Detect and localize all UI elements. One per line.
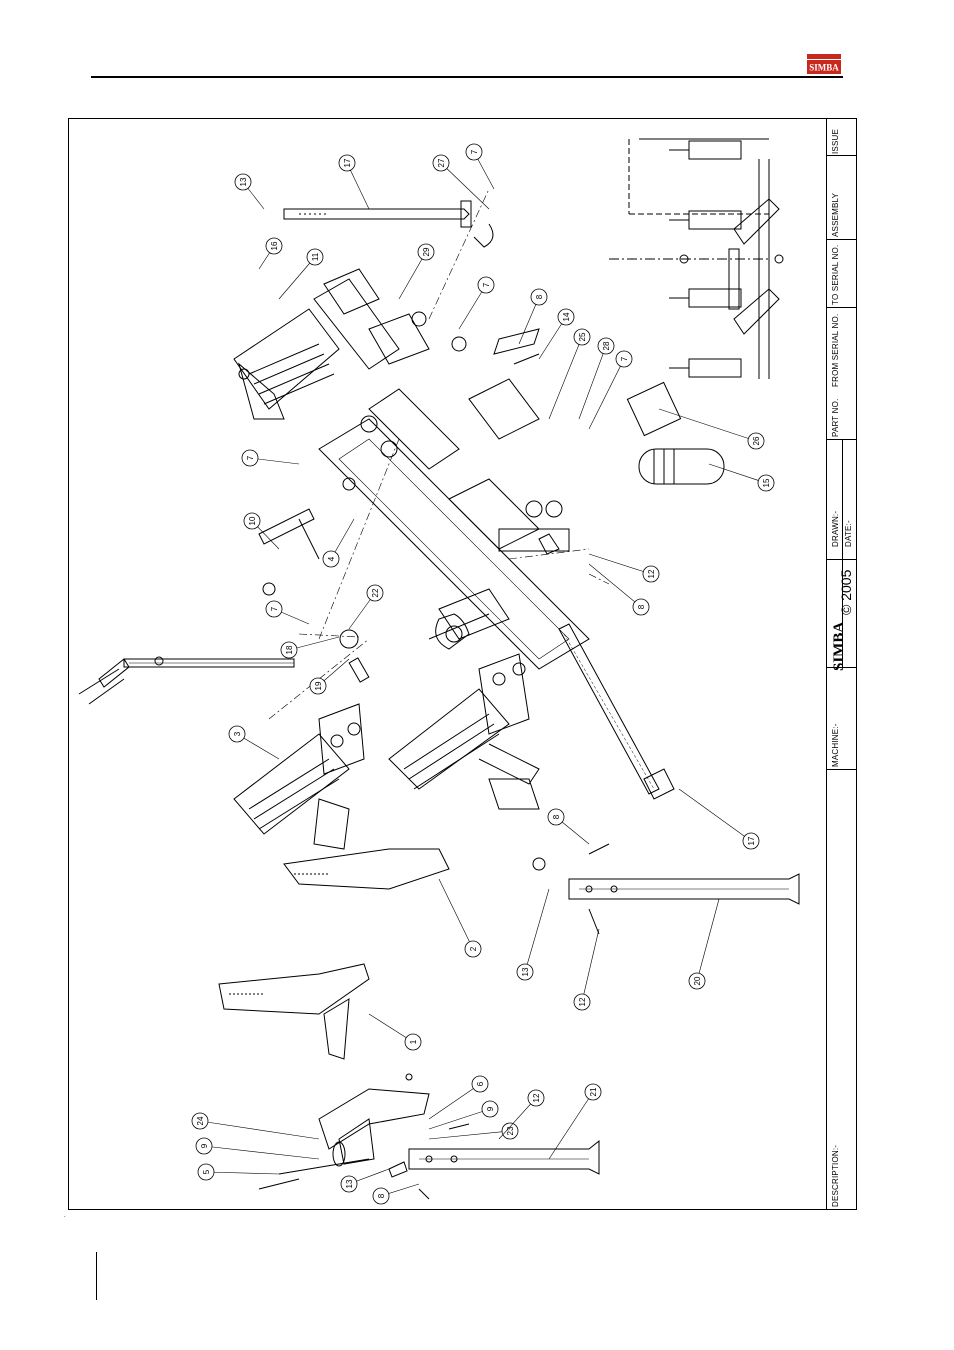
inset-layout-view <box>609 139 783 379</box>
brand-name: SIMBA <box>831 622 848 671</box>
description-label: DESCRIPTION:- <box>831 1145 840 1207</box>
tb-midline <box>842 439 843 559</box>
header-rule <box>91 76 843 78</box>
callout-number: 8 <box>535 294 544 299</box>
callout-number: 24 <box>196 1116 205 1125</box>
issue-label: ISSUE <box>831 129 840 154</box>
callout-leader-line <box>589 564 641 607</box>
callout-leader-line <box>204 1146 319 1159</box>
title-block: ISSUE ASSEMBLY TO SERIAL NO. FROM SERIAL… <box>826 119 856 1209</box>
callout-leader-line <box>579 346 606 419</box>
callout-number: 13 <box>239 177 248 186</box>
callout-number: 28 <box>602 341 611 350</box>
alignment-lines <box>269 189 609 719</box>
callout-number: 18 <box>285 645 294 654</box>
callout-number: 3 <box>233 731 242 736</box>
upper-leg-assembly <box>234 269 429 419</box>
point-part-1 <box>219 964 369 1059</box>
parking-stand-left <box>79 657 294 704</box>
to-serial-label: TO SERIAL NO. <box>831 245 840 305</box>
callout-number: 14 <box>562 312 571 321</box>
drawn-label: DRAWN:- <box>831 511 840 547</box>
callout-number: 7 <box>482 282 491 287</box>
leg-assembly-3 <box>234 704 364 849</box>
callout-number: 2 <box>469 946 478 951</box>
hardware-pieces <box>259 329 724 1199</box>
callout-number: 19 <box>314 681 323 690</box>
callout-number: 13 <box>521 967 530 976</box>
callout-number: 12 <box>578 997 587 1006</box>
logo-text: SIMBA <box>809 63 839 73</box>
callout-number: 13 <box>345 1179 354 1188</box>
callout-leader-line <box>679 789 751 841</box>
callout-leader-line <box>525 889 549 972</box>
tb-divider <box>827 307 857 308</box>
callout-number: 22 <box>371 588 380 597</box>
callout-leader-line <box>200 1121 319 1139</box>
tb-divider <box>827 155 857 156</box>
callout-number: 7 <box>246 455 255 460</box>
callout-number: 7 <box>270 606 279 611</box>
bracket-assembly-23 <box>279 1089 429 1174</box>
from-serial-label: FROM SERIAL NO. <box>831 314 840 387</box>
callout-leader-line <box>441 163 489 209</box>
callout-number: 12 <box>647 569 656 578</box>
callout-number: 9 <box>200 1143 209 1148</box>
simba-logo: SIMBA <box>806 54 842 76</box>
adjuster-rod <box>559 624 674 799</box>
callout-leader-line <box>429 1131 510 1139</box>
callout-number: 17 <box>343 158 352 167</box>
leg-assembly-middle <box>389 654 539 809</box>
callout-number: 8 <box>377 1193 386 1198</box>
callout-number: 20 <box>693 976 702 985</box>
footer-mark: . <box>64 1213 66 1219</box>
callout-number: 27 <box>437 158 446 167</box>
callout-number: 8 <box>552 814 561 819</box>
callout-number: 9 <box>486 1106 495 1111</box>
callout-number: 21 <box>589 1087 598 1096</box>
part-no-label: PART NO. <box>831 399 840 438</box>
callout-number: 5 <box>202 1169 211 1174</box>
jack-stand-top <box>284 201 493 247</box>
callout-number: 6 <box>476 1081 485 1086</box>
callout-number: 12 <box>532 1093 541 1102</box>
point-part-2 <box>284 849 449 889</box>
callout-leader-line <box>659 409 756 441</box>
callout-leader-line <box>439 879 473 949</box>
callout-number: 8 <box>637 604 646 609</box>
callout-leader-line <box>582 929 599 1002</box>
tb-divider <box>827 239 857 240</box>
callout-leader-line <box>589 554 651 574</box>
assembly-label: ASSEMBLY <box>831 193 840 237</box>
copyright-text: © 2005 <box>838 570 854 615</box>
callout-leader-line <box>697 899 719 981</box>
callout-leader-line <box>589 359 624 429</box>
callout-number: 25 <box>578 332 587 341</box>
callout-number: 15 <box>762 478 771 487</box>
callout-number: 29 <box>422 247 431 256</box>
exploded-parts-drawing: 1317277161129781425287726151041287221819… <box>69 119 826 1209</box>
footer-rule <box>96 1252 97 1300</box>
tb-divider <box>827 769 857 770</box>
machine-label: MACHINE:- <box>831 723 840 767</box>
jack-stand-20 <box>569 874 799 904</box>
callout-number: 10 <box>248 516 257 525</box>
callout-number: 26 <box>752 436 761 445</box>
callout-leader-line <box>549 337 582 419</box>
jack-stand-21 <box>409 1141 599 1174</box>
callout-leader-line <box>429 1084 480 1119</box>
date-label: DATE:- <box>844 520 853 547</box>
callout-number: 1 <box>409 1039 418 1044</box>
callout-number: 11 <box>311 252 320 261</box>
callout-number: 17 <box>747 836 756 845</box>
callout-number: 23 <box>506 1126 515 1135</box>
callout-number: 7 <box>470 149 479 154</box>
hub-assembly <box>436 614 469 649</box>
callout-leader-line <box>206 1172 279 1174</box>
callout-number: 16 <box>270 241 279 250</box>
callout-number: 7 <box>620 356 629 361</box>
main-frame-beam <box>319 312 589 669</box>
callout-number: 4 <box>327 556 336 561</box>
